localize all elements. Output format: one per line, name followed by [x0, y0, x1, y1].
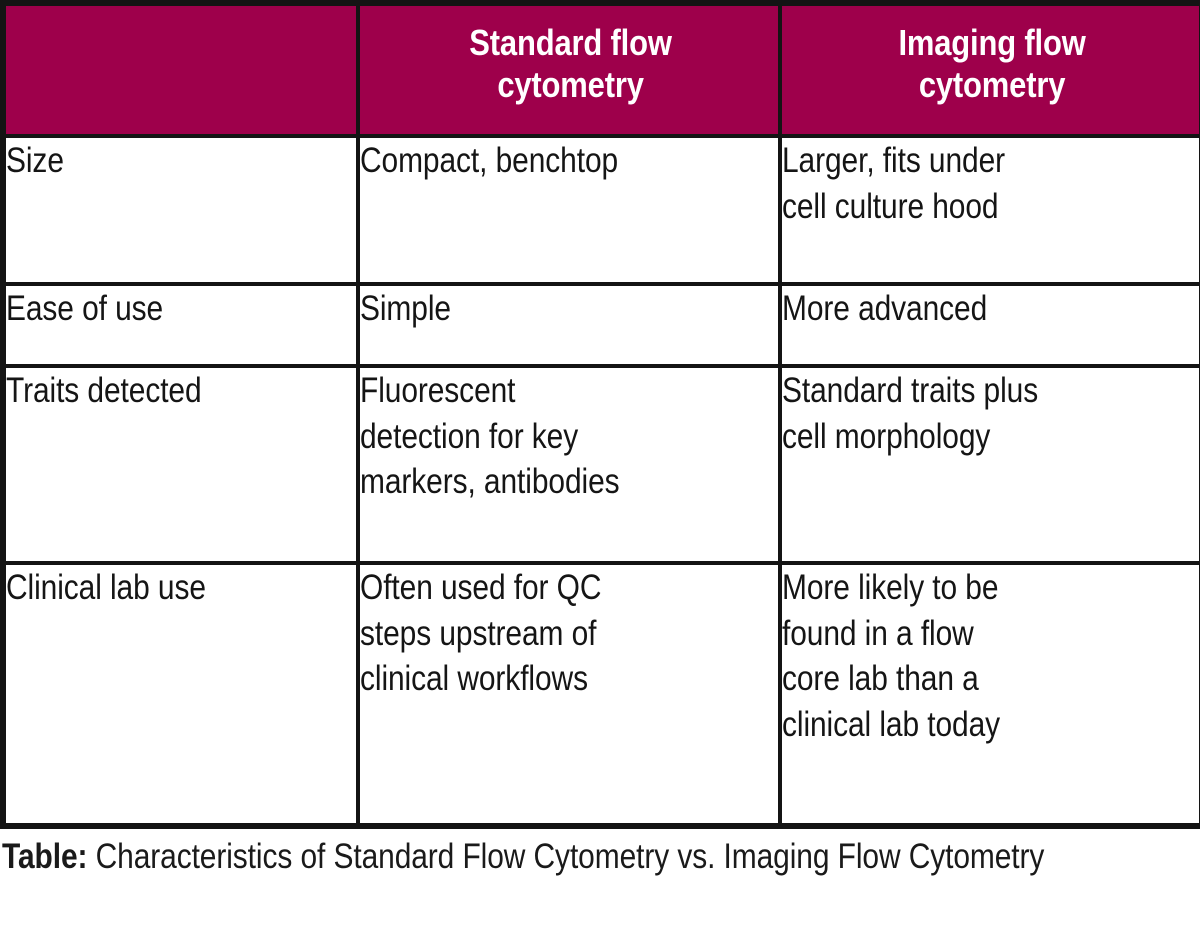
cell-ease-of-use-standard: Simple: [356, 282, 782, 368]
cell-size-standard: Compact, benchtop: [356, 134, 782, 286]
cell-text: More likely to be found in a flow core l…: [782, 568, 1001, 744]
cell-text: Ease of use: [6, 289, 164, 328]
cell-text: Compact, benchtop: [360, 141, 619, 180]
header-cell-corner: [1, 1, 360, 138]
cell-text: More advanced: [782, 289, 988, 328]
header-cell-imaging-flow-cytometry: Imaging flow cytometry: [778, 1, 1200, 138]
table-header-row: Standard flow cytometry Imaging flow cyt…: [1, 1, 1200, 138]
header-label-standard-flow-cytometry: Standard flow cytometry: [469, 22, 672, 106]
cell-text: Traits detected: [6, 371, 202, 410]
table-row: Traits detected Fluorescent detection fo…: [1, 364, 1200, 565]
cell-clinical-lab-use-standard: Often used for QC steps upstream of clin…: [356, 561, 782, 828]
table-row: Size Compact, benchtop Larger, fits unde…: [1, 134, 1200, 286]
header-label-imaging-flow-cytometry: Imaging flow cytometry: [898, 22, 1086, 106]
row-label-clinical-lab-use: Clinical lab use: [1, 561, 360, 828]
comparison-table: Standard flow cytometry Imaging flow cyt…: [0, 0, 1200, 829]
row-label-size: Size: [1, 134, 360, 286]
cell-traits-detected-imaging: Standard traits plus cell morphology: [778, 364, 1200, 565]
cell-traits-detected-standard: Fluorescent detection for key markers, a…: [356, 364, 782, 565]
table-row: Ease of use Simple More advanced: [1, 282, 1200, 368]
cell-text: Simple: [360, 289, 451, 328]
table-row: Clinical lab use Often used for QC steps…: [1, 561, 1200, 828]
table-caption-inner: Table: Characteristics of Standard Flow …: [2, 834, 1192, 880]
cell-text: Size: [6, 141, 64, 180]
comparison-table-container: Standard flow cytometry Imaging flow cyt…: [0, 0, 1200, 829]
cell-clinical-lab-use-imaging: More likely to be found in a flow core l…: [778, 561, 1200, 828]
header-cell-standard-flow-cytometry: Standard flow cytometry: [356, 1, 782, 138]
row-label-ease-of-use: Ease of use: [1, 282, 360, 368]
cell-text: Clinical lab use: [6, 568, 206, 607]
cell-text: Often used for QC steps upstream of clin…: [360, 568, 602, 698]
row-label-traits-detected: Traits detected: [1, 364, 360, 565]
cell-ease-of-use-imaging: More advanced: [778, 282, 1200, 368]
table-caption-text: Characteristics of Standard Flow Cytomet…: [87, 837, 1045, 876]
cell-text: Fluorescent detection for key markers, a…: [360, 371, 620, 501]
table-caption-label: Table:: [2, 837, 88, 876]
cell-size-imaging: Larger, fits under cell culture hood: [778, 134, 1200, 286]
cell-text: Larger, fits under cell culture hood: [782, 141, 1006, 226]
table-caption: Table: Characteristics of Standard Flow …: [2, 834, 1192, 880]
cell-text: Standard traits plus cell morphology: [782, 371, 1039, 456]
